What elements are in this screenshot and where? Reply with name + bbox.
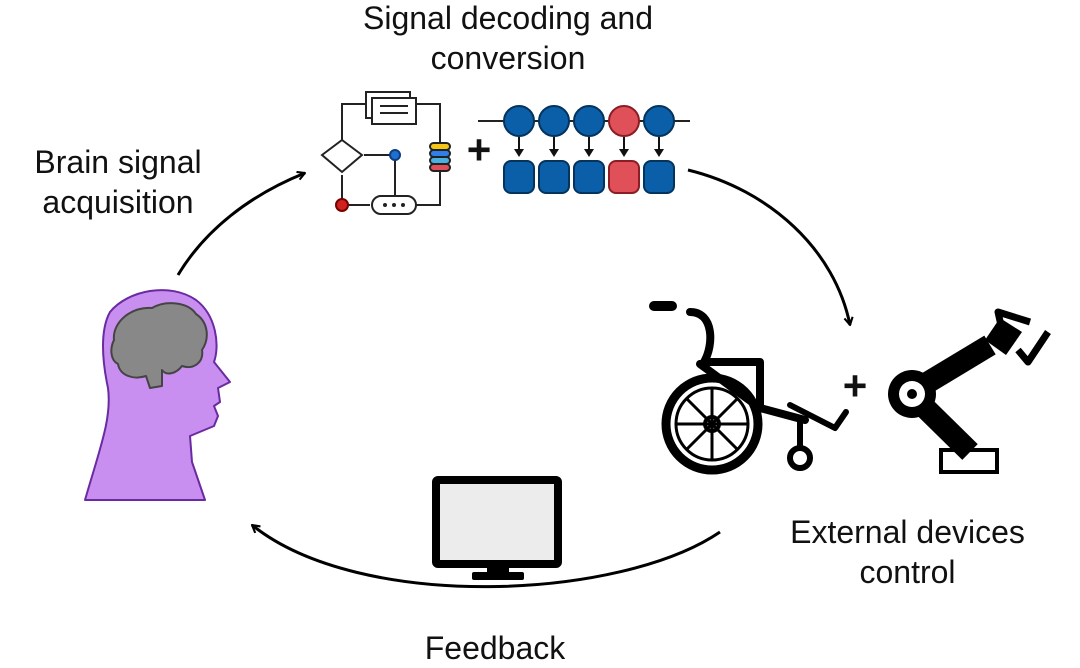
sequence-node — [538, 105, 570, 194]
plus-sign-devices: + — [842, 362, 868, 409]
acquisition-line-1: Brain signal — [34, 144, 202, 180]
sequence-node — [503, 105, 535, 194]
brain-icon — [110, 302, 208, 389]
plus-sign-decoding: + — [466, 126, 492, 173]
label-external-devices-control: External devices control — [770, 512, 1045, 592]
acquisition-line-2: acquisition — [42, 184, 194, 220]
neural-sequence-icon — [478, 105, 690, 194]
arrow-control-to-brain — [252, 523, 721, 589]
sequence-node — [608, 105, 640, 194]
wheelchair-icon — [649, 301, 849, 475]
feedback-line-1: Feedback — [424, 630, 566, 666]
circuit-flow-icon — [320, 91, 451, 215]
monitor-icon — [432, 476, 562, 580]
robotic-arm-icon — [888, 308, 1051, 474]
sequence-node — [643, 105, 675, 194]
sequence-node — [573, 105, 605, 194]
decoding-line-1: Signal decoding and — [362, 0, 653, 36]
arrow-decoding-to-control — [687, 168, 850, 325]
label-brain-signal-acquisition: Brain signal acquisition — [8, 142, 228, 222]
label-feedback: Feedback — [395, 628, 595, 668]
label-signal-decoding: Signal decoding and conversion — [328, 0, 688, 78]
control-line-1: External devices — [790, 514, 1025, 550]
decoding-line-2: conversion — [430, 40, 586, 76]
arrow-acquisition-to-decoding — [176, 173, 305, 276]
control-line-2: control — [859, 554, 956, 590]
